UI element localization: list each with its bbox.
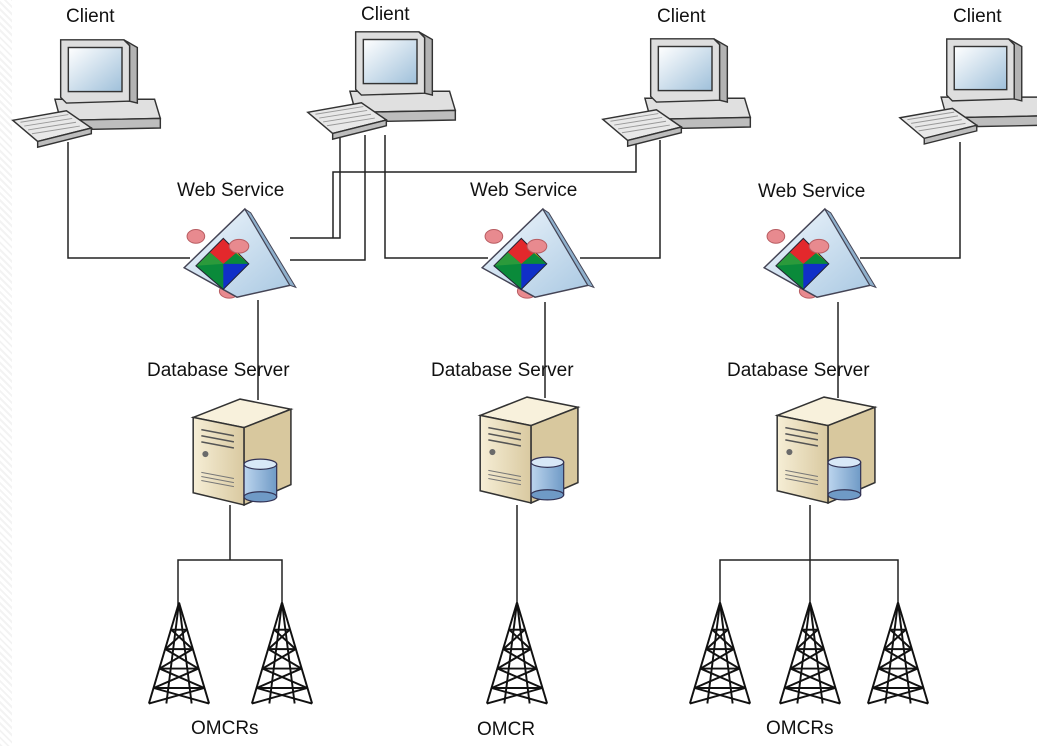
cell-tower-icon-2 bbox=[250, 601, 314, 705]
web-service-label-1: Web Service bbox=[177, 180, 285, 201]
database-server-icon-2 bbox=[479, 396, 579, 504]
left-edge-decoration bbox=[0, 0, 12, 746]
cell-tower-icon-5 bbox=[778, 601, 842, 705]
database-server-label-1: Database Server bbox=[147, 360, 290, 381]
web-service-icon-3 bbox=[763, 208, 877, 299]
cell-tower-icon-4 bbox=[688, 601, 752, 705]
client-label-2: Client bbox=[361, 4, 410, 25]
database-server-icon-3 bbox=[776, 396, 876, 504]
database-server-icon-1 bbox=[192, 398, 292, 506]
database-server-label-3: Database Server bbox=[727, 360, 870, 381]
omcr-group-label-2: OMCR bbox=[477, 719, 536, 740]
client-computer-icon-1 bbox=[12, 39, 162, 148]
cell-tower-icon-6 bbox=[866, 601, 930, 705]
cell-tower-icon-1 bbox=[147, 601, 211, 705]
cell-tower-icon-3 bbox=[485, 601, 549, 705]
omcr-group-label-1: OMCRs bbox=[191, 718, 259, 739]
client-label-3: Client bbox=[657, 6, 706, 27]
client-computer-icon-4 bbox=[899, 38, 1037, 145]
web-service-icon-1 bbox=[183, 208, 297, 299]
database-server-label-2: Database Server bbox=[431, 360, 574, 381]
client-computer-icon-2 bbox=[307, 31, 457, 140]
client-label-4: Client bbox=[953, 6, 1002, 27]
client-computer-icon-3 bbox=[602, 38, 752, 147]
omcr-group-label-3: OMCRs bbox=[766, 718, 834, 739]
web-service-label-2: Web Service bbox=[470, 180, 578, 201]
connection-lines bbox=[67, 128, 961, 605]
web-service-label-3: Web Service bbox=[758, 181, 866, 202]
web-service-icon-2 bbox=[481, 208, 595, 299]
client-label-1: Client bbox=[66, 6, 115, 27]
